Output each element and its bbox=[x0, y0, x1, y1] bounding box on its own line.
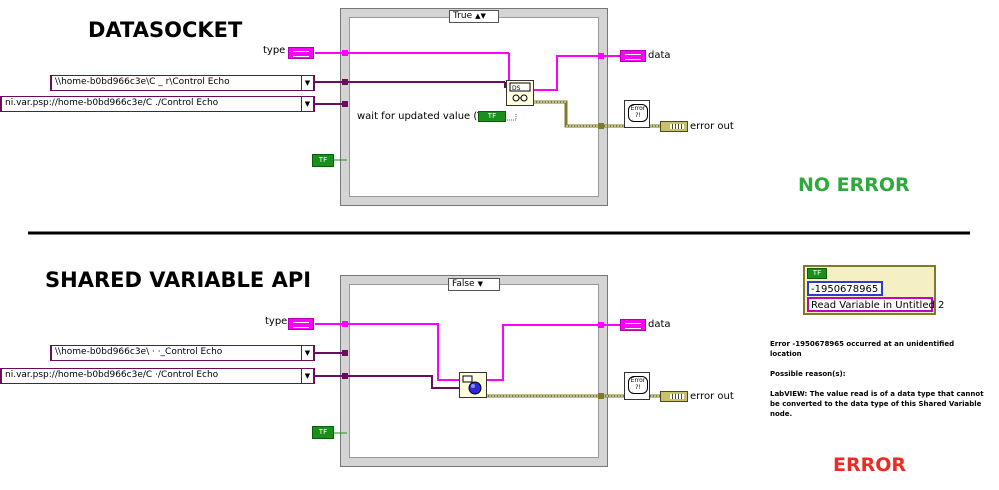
error-out-indicator-top bbox=[660, 121, 688, 132]
path-control-2-value: ni.var.psp://home-b0bd966c3e/C ./Control… bbox=[5, 98, 219, 108]
datasocket-read-icon: DS bbox=[509, 82, 531, 102]
selector-arrows-icon: ▼ bbox=[477, 280, 483, 288]
error-cluster-indicator: TF -1950678965 Read Variable in Untitled… bbox=[803, 265, 944, 315]
error-source-field: Read Variable in Untitled 2 bbox=[807, 297, 944, 312]
error-out-label-bottom: error out bbox=[690, 391, 734, 402]
bool-constant-top[interactable]: TF bbox=[312, 154, 334, 167]
data-indicator-bottom bbox=[620, 319, 646, 331]
error-out-indicator-bottom bbox=[660, 391, 688, 402]
error-reason-text: LabVIEW: The value read is of a data typ… bbox=[770, 390, 984, 418]
error-out-label-top: error out bbox=[690, 121, 734, 132]
error-code-field: -1950678965 bbox=[807, 281, 883, 296]
dropdown-arrow-icon: ▼ bbox=[301, 97, 313, 111]
path-tunnel-2-top bbox=[342, 101, 348, 107]
datasocket-read-node[interactable]: DS bbox=[506, 80, 534, 106]
error-tunnel-top bbox=[598, 123, 604, 129]
dropdown-arrow-icon: ▼ bbox=[301, 76, 313, 90]
path-tunnel-1-bottom bbox=[342, 350, 348, 356]
path-control-1-bottom[interactable]: \\home-b0bd966c3e\ · ·_Control Echo ▼ bbox=[50, 345, 315, 361]
error-handler-icon: Error?! bbox=[628, 104, 648, 122]
error-tunnel-bottom bbox=[598, 393, 604, 399]
wait-for-updated-label: wait for updated value (T) bbox=[357, 111, 488, 122]
shared-variable-read-icon bbox=[462, 375, 482, 395]
dropdown-arrow-icon: ▼ bbox=[301, 346, 313, 360]
error-status-indicator: TF bbox=[807, 268, 827, 279]
type-tunnel-top bbox=[342, 50, 348, 56]
case-selector-label: True bbox=[453, 11, 473, 21]
error-status: ERROR bbox=[833, 454, 907, 476]
path-control-2-value: ni.var.psp://home-b0bd966c3e/C ·/Control… bbox=[5, 370, 219, 380]
bool-constant-bottom[interactable]: TF bbox=[312, 426, 334, 439]
datasocket-heading: DATASOCKET bbox=[88, 18, 243, 42]
simple-error-handler-top[interactable]: Error?! bbox=[624, 100, 650, 128]
case-selector-label: False bbox=[452, 279, 475, 289]
error-handler-icon: Error?! bbox=[628, 376, 648, 394]
error-message-text: Error -1950678965 occurred at an unident… bbox=[770, 339, 990, 419]
type-label-bottom: type bbox=[265, 316, 288, 327]
case-selector-bottom[interactable]: False▼ bbox=[448, 278, 500, 291]
data-label-bottom: data bbox=[648, 319, 671, 330]
shared-variable-heading: SHARED VARIABLE API bbox=[45, 268, 312, 292]
path-tunnel-2-bottom bbox=[342, 373, 348, 379]
possible-reasons-title: Possible reason(s): bbox=[770, 370, 846, 378]
data-indicator-top bbox=[620, 50, 646, 62]
wait-for-updated-constant[interactable]: TF bbox=[478, 111, 506, 122]
data-tunnel-bottom bbox=[598, 322, 604, 328]
data-label-top: data bbox=[648, 50, 671, 61]
path-control-1-value: \\home-b0bd966c3e\ · ·_Control Echo bbox=[55, 347, 223, 357]
path-control-1-value: \\home-b0bd966c3e\C _ r\Control Echo bbox=[55, 77, 230, 87]
svg-text:DS: DS bbox=[512, 85, 521, 92]
simple-error-handler-bottom[interactable]: Error?! bbox=[624, 372, 650, 400]
type-terminal-bottom[interactable] bbox=[288, 318, 314, 330]
path-control-2-top[interactable]: ni.var.psp://home-b0bd966c3e/C ./Control… bbox=[0, 96, 315, 112]
path-control-2-bottom[interactable]: ni.var.psp://home-b0bd966c3e/C ·/Control… bbox=[0, 368, 315, 384]
selector-arrows-icon: ▲▼ bbox=[475, 12, 486, 20]
dropdown-arrow-icon: ▼ bbox=[301, 369, 313, 383]
case-selector-top[interactable]: True▲▼ bbox=[449, 10, 499, 23]
wires-top bbox=[28, 52, 970, 235]
path-control-1-top[interactable]: \\home-b0bd966c3e\C _ r\Control Echo ▼ bbox=[50, 75, 315, 91]
path-tunnel-1-top bbox=[342, 79, 348, 85]
type-terminal-top[interactable] bbox=[288, 47, 314, 59]
case-frame-top bbox=[349, 17, 599, 197]
case-structure-top[interactable]: True▲▼ bbox=[340, 8, 608, 206]
case-frame-bottom bbox=[349, 284, 599, 458]
no-error-status: NO ERROR bbox=[798, 174, 910, 196]
shared-variable-read-node[interactable] bbox=[459, 372, 487, 398]
data-tunnel-top bbox=[598, 53, 604, 59]
type-label-top: type bbox=[263, 45, 286, 56]
case-structure-bottom[interactable]: False▼ bbox=[340, 275, 608, 467]
error-message-line: Error -1950678965 occurred at an unident… bbox=[770, 340, 955, 358]
type-tunnel-bottom bbox=[342, 321, 348, 327]
